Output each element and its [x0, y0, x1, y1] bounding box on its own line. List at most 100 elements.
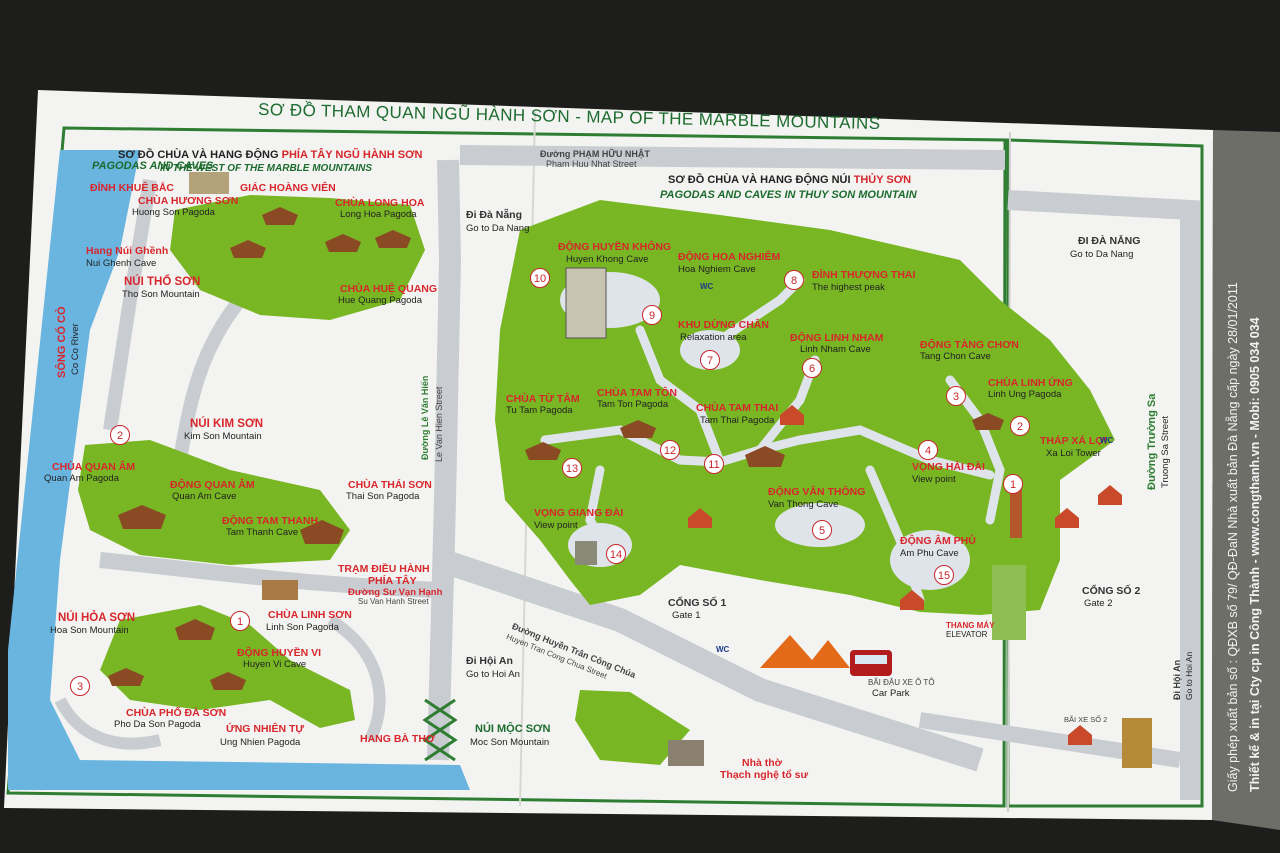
label-dong-quan-am: ĐỘNG QUAN ÂM: [170, 479, 255, 491]
label-huong-son-en: Huong Son Pagoda: [132, 207, 215, 218]
label-di-hoi-an-left: Đi Hội An: [466, 655, 513, 667]
label-hue-quang-en: Hue Quang Pagoda: [338, 295, 422, 306]
label-kim-son-en: Kim Son Mountain: [184, 431, 262, 442]
label-nha-tho-1: Nhà thờ: [742, 757, 783, 769]
label-chua-linh-son: CHÙA LINH SƠN: [268, 609, 352, 621]
marker-east-5: 5: [812, 520, 832, 540]
logo-mountains: [760, 635, 850, 668]
label-vong-giang-dai: VỌNG GIANG ĐÀI: [534, 507, 624, 519]
marker-east-1: 1: [1003, 474, 1023, 494]
credits-sidebar: [1212, 130, 1280, 830]
wc-icon: WC: [1100, 436, 1114, 445]
label-huyen-khong-en: Huyen Khong Cave: [566, 254, 649, 265]
east-heading-vi: SƠ ĐỒ CHÙA VÀ HANG ĐỘNG NÚI: [668, 174, 851, 186]
label-cong-so-1: CỔNG SỐ 1: [668, 597, 727, 609]
label-nui-tho-son: NÚI THỔ SƠN: [124, 276, 201, 288]
label-linh-son-en: Linh Son Pagoda: [266, 622, 339, 633]
huyen-khong-photo: [565, 267, 607, 339]
label-hoa-nghiem-en: Hoa Nghiem Cave: [678, 264, 756, 275]
label-dinh-khue-bac: ĐỈNH KHUÊ BẮC: [90, 182, 174, 194]
label-dong-huyen-vi: ĐỘNG HUYỀN VI: [237, 647, 322, 659]
elevator-icon: [992, 565, 1026, 640]
label-duong-truong-sa: Đường Trường Sa: [1146, 393, 1158, 490]
label-vong-hai-dai: VỌNG HẢI ĐÀI: [912, 461, 985, 473]
label-long-hoa-en: Long Hoa Pagoda: [340, 209, 417, 220]
hoa-son-mountain: [100, 605, 355, 728]
label-chua-tam-ton: CHÙA TAM TÔN: [597, 387, 677, 399]
label-hoa-son-en: Hoa Son Mountain: [50, 625, 129, 636]
east-heading-vi-red: THỦY SƠN: [853, 174, 912, 186]
label-car-park: Car Park: [872, 688, 910, 699]
label-dong-am-phu: ĐỘNG ÂM PHỦ: [900, 535, 976, 547]
label-tam-ton-en: Tam Ton Pagoda: [597, 399, 669, 410]
label-huyen-vi-en: Huyen Vi Cave: [243, 659, 307, 670]
marker-east-14: 14: [606, 544, 626, 564]
road-le-van-hien: [427, 159, 462, 761]
label-chua-tam-thai: CHÙA TAM THAI: [696, 402, 779, 414]
marker-east-2: 2: [1010, 416, 1030, 436]
marker-east-10: 10: [530, 268, 550, 288]
label-thap-xa-loi: THÁP XÁ LỢI: [1040, 435, 1108, 447]
label-gate-1: Gate 1: [672, 610, 701, 621]
tho-son-mountain: [170, 195, 425, 320]
label-co-co-en: Co Co River: [70, 323, 81, 375]
marker-east-9: 9: [642, 305, 662, 325]
kim-son-mountain: [78, 440, 350, 565]
label-chua-linh-ung: CHÙA LINH ỨNG: [988, 377, 1073, 389]
label-highest-peak-en: The highest peak: [812, 282, 885, 293]
label-nui-ghenh-en: Nui Ghenh Cave: [86, 258, 157, 269]
label-moc-son-en: Moc Son Mountain: [470, 737, 550, 748]
label-hang-nui-ghenh: Hang Núi Ghềnh: [86, 245, 169, 257]
label-tho-son-en: Tho Son Mountain: [122, 289, 200, 300]
label-duong-pham-huu-nhat: Đường PHẠM HỮU NHẬT: [540, 149, 650, 159]
east-heading: SƠ ĐỒ CHÙA VÀ HANG ĐỘNG NÚI THỦY SƠN: [668, 174, 912, 187]
label-am-phu-en: Am Phu Cave: [900, 548, 959, 559]
label-nui-moc-son: NÚI MỘC SƠN: [475, 723, 551, 735]
label-tram-dieu-hanh-2: PHÍA TÂY: [368, 575, 417, 587]
label-dong-linh-nham: ĐỘNG LINH NHAM: [790, 332, 884, 344]
label-quan-am-cave-en: Quan Am Cave: [172, 491, 237, 502]
label-bai-do-xe: BÃI ĐẬU XE Ô TÔ: [868, 678, 935, 687]
road-pham-huu-nhat: [459, 145, 1006, 170]
label-cong-so-2: CỔNG SỐ 2: [1082, 585, 1141, 597]
label-di-da-nang-right: ĐI ĐÀ NẴNG: [1078, 235, 1141, 247]
station-photo: [262, 580, 298, 600]
marker-east-7: 7: [700, 350, 720, 370]
label-ung-nhien-tu: ỨNG NHIÊN TỰ: [226, 723, 305, 735]
label-xa-loi-en: Xa Loi Tower: [1046, 448, 1101, 459]
label-view-point-left: View point: [534, 520, 578, 531]
label-tam-thai-en: Tam Thai Pagoda: [700, 415, 775, 426]
west-heading: SƠ ĐỒ CHÙA VÀ HANG ĐỘNG PHÍA TÂY NGŨ HÀN…: [118, 149, 423, 162]
label-di-hoi-an-right: Đi Hội An: [1172, 659, 1182, 700]
marker-east-6: 6: [802, 358, 822, 378]
east-heading-en: PAGODAS AND CAVES IN THUY SON MOUNTAIN: [660, 189, 917, 201]
west-heading-vi-red: PHÍA TÂY NGŨ HÀNH SƠN: [281, 149, 423, 161]
west-heading-vi: SƠ ĐỒ CHÙA VÀ HANG ĐỘNG: [118, 149, 279, 161]
label-go-da-nang-left: Go to Da Nang: [466, 223, 530, 234]
label-chua-pho-da-son: CHÙA PHỔ ĐÀ SƠN: [126, 707, 227, 719]
label-go-hoi-an-right: Go to Hoi An: [1184, 651, 1194, 700]
label-van-thong-en: Van Thong Cave: [768, 499, 839, 510]
label-tang-chon-en: Tang Chon Cave: [920, 351, 991, 362]
marker-east-8: 8: [784, 270, 804, 290]
label-pho-da-son-en: Pho Da Son Pagoda: [114, 719, 201, 730]
label-pham-huu-nhat-en: Pham Huu Nhat Street: [546, 159, 637, 169]
label-relaxation-en: Relaxation area: [680, 332, 747, 343]
label-chua-hue-quang: CHÙA HUỆ QUANG: [340, 283, 438, 295]
marker-west-3: 3: [70, 676, 90, 696]
label-go-hoi-an-left: Go to Hoi An: [466, 669, 520, 680]
marker-east-3: 3: [946, 386, 966, 406]
marker-east-4: 4: [918, 440, 938, 460]
label-duong-le-van-hien: Đường Lê Văn Hiến: [420, 375, 430, 460]
label-gate-2: Gate 2: [1084, 598, 1113, 609]
label-su-van-hanh-en: Su Van Hanh Street: [358, 597, 429, 606]
marker-west-2: 2: [110, 425, 130, 445]
viewpoint-photo: [575, 541, 597, 565]
label-linh-ung-en: Linh Ung Pagoda: [988, 389, 1062, 400]
path: [635, 325, 725, 467]
marker-east-11: 11: [704, 454, 724, 474]
label-khu-dung-chan: KHU DỪNG CHÂN: [678, 319, 769, 331]
label-nha-tho-2: Thạch nghệ tổ sư: [720, 769, 809, 781]
house-icons: [688, 405, 1122, 745]
